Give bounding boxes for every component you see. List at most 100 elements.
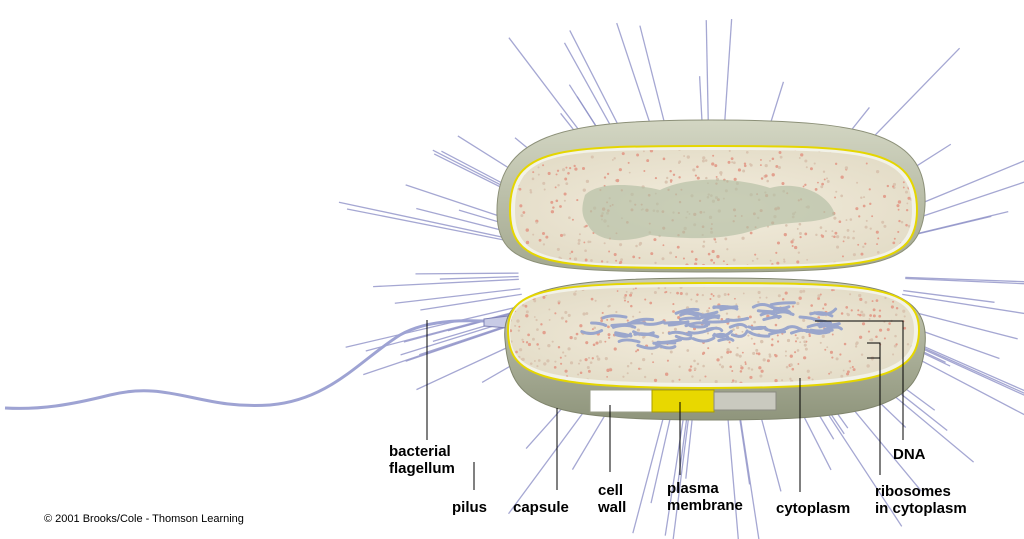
ribosome [550, 200, 554, 204]
ribosome [855, 341, 859, 345]
ribosome [555, 199, 559, 203]
ribosome [693, 367, 697, 371]
ribosome [588, 356, 591, 359]
ribosome [707, 347, 710, 350]
ribosome [678, 365, 681, 368]
ribosome [552, 206, 555, 209]
ribosome [707, 252, 711, 256]
ribosome [833, 216, 837, 220]
ribosome [735, 353, 739, 357]
ribosome [902, 309, 906, 313]
ribosome [713, 238, 717, 241]
ribosome [630, 304, 633, 308]
ribosome [884, 296, 887, 300]
ribosome [839, 353, 842, 356]
ribosome [603, 176, 607, 179]
ribosome [757, 352, 761, 356]
ribosome [696, 165, 699, 169]
ribosome [653, 378, 658, 383]
ribosome [554, 186, 557, 189]
ribosome [595, 341, 599, 345]
ribosome [882, 194, 887, 198]
ribosome [817, 294, 821, 298]
ribosome [757, 300, 760, 304]
ribosome [686, 155, 690, 159]
ribosome [514, 324, 517, 327]
ribosome [591, 357, 594, 360]
dna-strand [691, 336, 716, 343]
ribosome [636, 153, 640, 157]
ribosome [585, 312, 589, 315]
dna-strand [617, 338, 641, 344]
ribosome [775, 251, 778, 254]
ribosome [878, 309, 882, 312]
ribosome [565, 320, 568, 323]
ribosome [564, 177, 568, 181]
ribosome [657, 287, 660, 290]
ribosome [672, 303, 675, 306]
ribosome [522, 304, 525, 307]
ribosome [809, 167, 813, 171]
ribosome [607, 305, 610, 308]
ribosome [822, 170, 826, 173]
ribosome [615, 259, 618, 262]
ribosome [685, 263, 689, 265]
ribosome [739, 381, 743, 383]
ribosome [685, 292, 689, 296]
ribosome [802, 185, 805, 188]
ribosome [826, 346, 829, 349]
dna-strand [614, 332, 632, 338]
ribosome [515, 350, 518, 354]
ribosome [755, 348, 759, 352]
ribosome [607, 325, 610, 329]
dna-strand [803, 328, 823, 335]
ribosome [591, 328, 594, 331]
ribosome [661, 331, 665, 334]
bacterial-flagellum [4, 319, 506, 410]
ribosome [855, 207, 859, 211]
ribosome [529, 362, 533, 365]
ribosome [791, 367, 795, 371]
label-line: flagellum [389, 460, 455, 477]
ribosome [751, 259, 754, 262]
ribosome [840, 374, 844, 378]
ribosome [892, 300, 895, 303]
ribosome [611, 158, 614, 161]
ribosome [597, 357, 601, 361]
ribosome [740, 366, 744, 370]
ribosome [567, 171, 570, 175]
pilus [345, 304, 526, 348]
ribosome [852, 253, 856, 257]
ribosome [861, 322, 866, 326]
ribosome [661, 257, 665, 261]
ribosome [836, 235, 840, 239]
ribosome [738, 316, 741, 319]
ribosome [711, 162, 715, 166]
ribosome [604, 357, 608, 361]
ribosome [765, 296, 768, 299]
cell-wall-cutaway [589, 389, 653, 413]
ribosome [828, 372, 831, 375]
ribosome [675, 255, 678, 259]
ribosome [579, 359, 582, 362]
ribosome [673, 327, 677, 331]
ribosome [628, 171, 631, 174]
ribosome [616, 290, 619, 292]
dna-strand [674, 334, 693, 341]
ribosome [571, 218, 574, 221]
ribosome [901, 254, 904, 257]
ribosome [712, 154, 715, 157]
ribosome [824, 230, 827, 233]
dna-strand [643, 320, 666, 326]
ribosome [817, 181, 819, 184]
ribosome [726, 248, 729, 251]
ribosome [606, 375, 609, 378]
ribosome [910, 258, 912, 262]
ribosome [561, 168, 566, 172]
ribosome [562, 351, 565, 354]
ribosome [638, 367, 641, 370]
ribosome [794, 334, 797, 337]
ribosome [560, 316, 564, 320]
ribosome [781, 181, 785, 186]
